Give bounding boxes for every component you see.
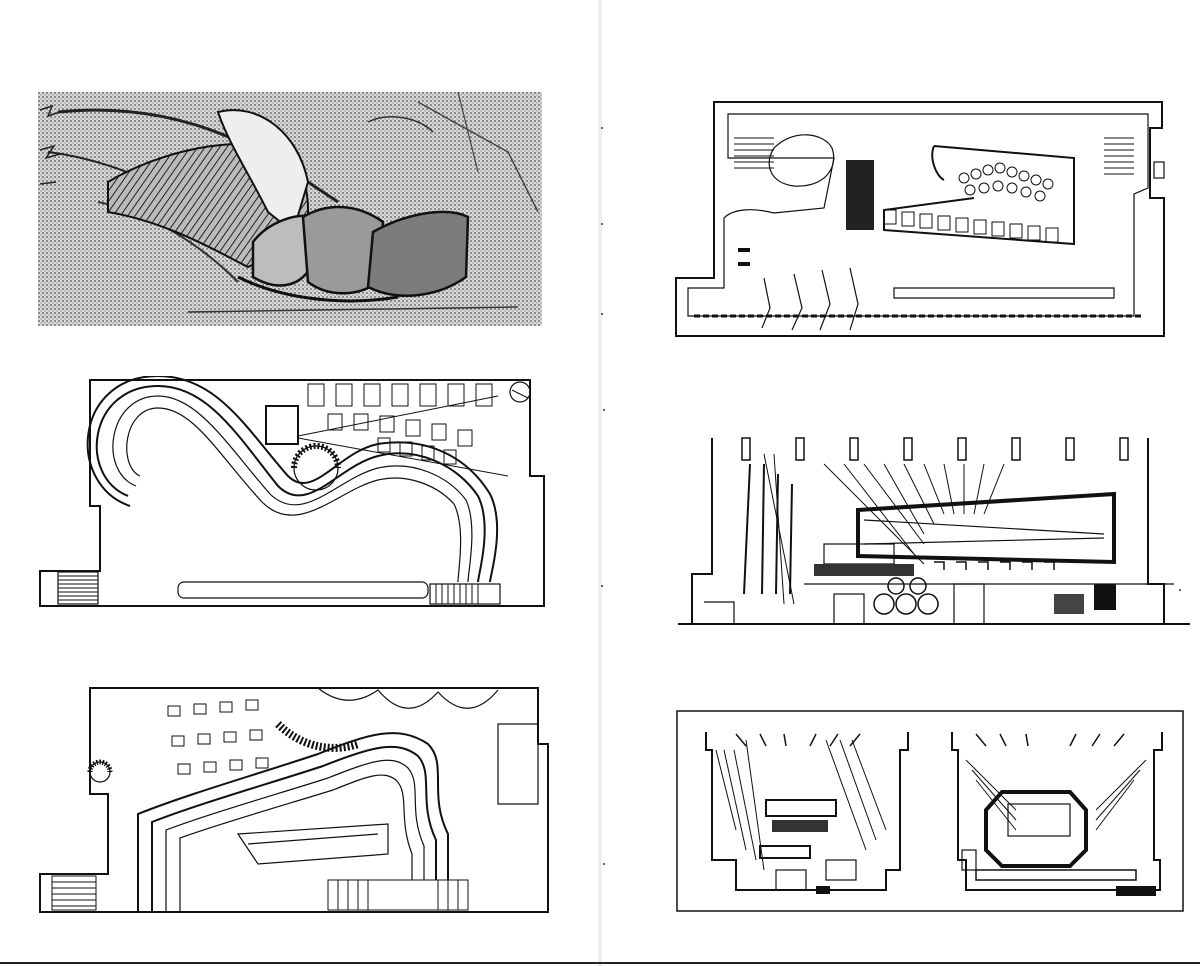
- right-page: [600, 0, 1200, 966]
- bottom-edge-rule: [0, 962, 1200, 964]
- floor-plan-upper: [38, 376, 548, 608]
- cross-section-left: [705, 732, 909, 894]
- table-rows: [307, 383, 493, 465]
- cross-sections-pair: [676, 710, 1186, 914]
- floor-plan-lower: [38, 684, 550, 914]
- longitudinal-section: [674, 434, 1194, 628]
- stair-left: [57, 571, 99, 605]
- page-gutter: [598, 0, 602, 966]
- stair-right: [429, 583, 501, 605]
- left-page: [38, 92, 550, 914]
- floor-plan-ground: [674, 98, 1174, 342]
- page-specks: [601, 127, 1181, 865]
- perspective-sketch: [38, 92, 542, 326]
- cross-section-right: [951, 732, 1163, 896]
